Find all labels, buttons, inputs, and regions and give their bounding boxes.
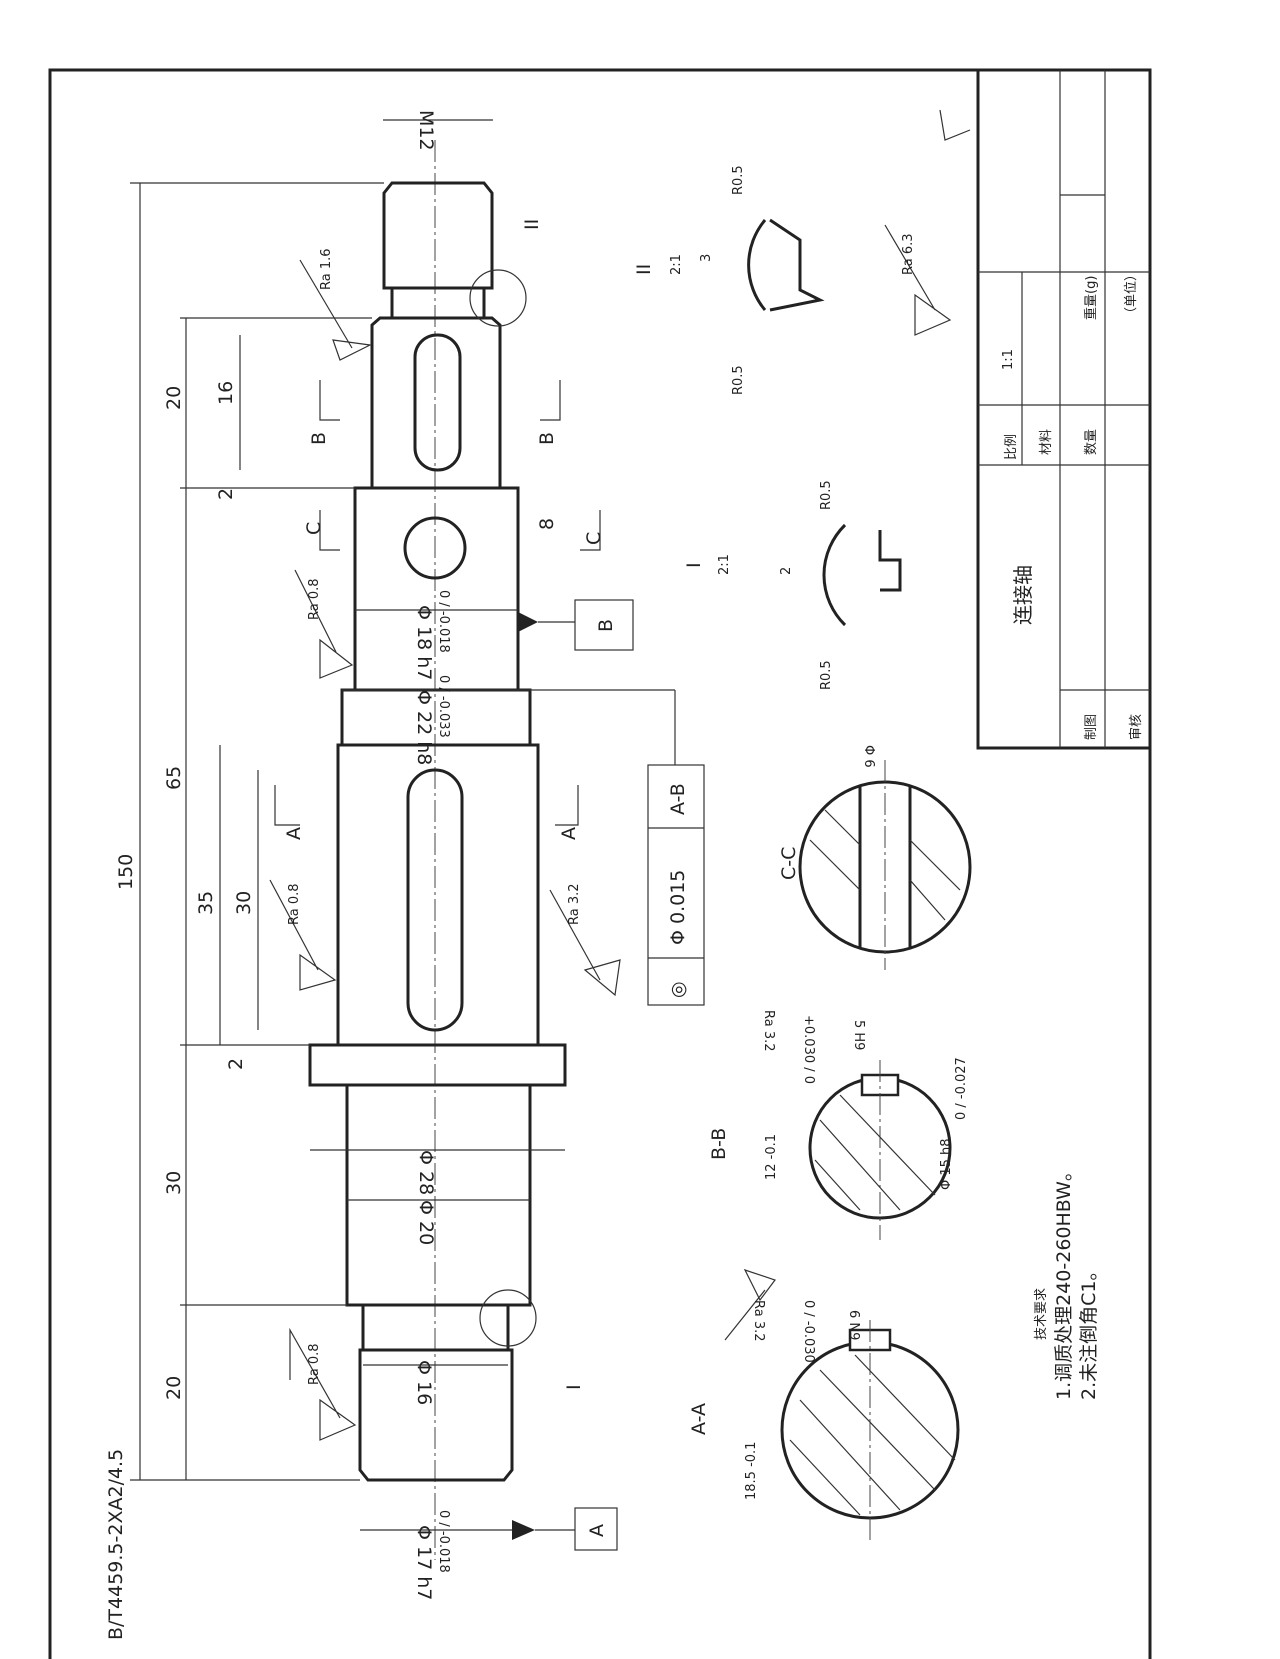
dim-seg-right: 20 (163, 386, 185, 410)
sections-aa-key: 6 N9 (846, 1310, 861, 1340)
section-cc: C-C Φ 6 (778, 745, 972, 970)
section-marks-c2: C (583, 532, 605, 545)
keyway-b (413, 333, 462, 472)
datums: A B ◎ Φ 0.015 A-B (512, 599, 705, 1551)
dim-dia28: Φ 28 (415, 1150, 437, 1195)
details-i-scale: 2:1 (717, 554, 732, 575)
details-ii-r2: R0.5 (731, 365, 746, 395)
dim-dia16: Φ 16 (413, 1360, 435, 1405)
details-ii-scale: 2:1 (669, 254, 684, 275)
dim-2b: 2 (225, 1058, 247, 1070)
sections-bb-dim: 12 -0.1 (764, 1134, 779, 1180)
weight-label: 重量(g) (1083, 276, 1099, 320)
title-block: 连接轴 比例 1:1 材料 数量 重量(g) （单位） 制图 审核 (976, 68, 1152, 750)
dimensions: 150 20 30 65 20 16 2 2 35 30 8 M12 Φ 16 … (105, 110, 565, 1640)
detail-ii-circle (469, 269, 527, 327)
checked-label: 审核 (1129, 714, 1144, 740)
ra-left: Ra 0.8 (307, 1343, 322, 1385)
concentricity-icon: ◎ (667, 981, 689, 998)
dim-16: 16 (215, 381, 237, 405)
sections-bb-dia-tol: 0 / -0.027 (954, 1057, 969, 1120)
general-roughness-check-icon (939, 109, 971, 141)
ra-right: Ra 1.6 (319, 248, 334, 290)
sections-bb-key: 5 H9 (851, 1020, 866, 1050)
details-i-r2: R0.5 (819, 660, 834, 690)
roughness-symbols: Ra 0.8 Ra 0.8 Ra 0.8 Ra 3.2 Ra 1.6 Ra 6.… (269, 109, 971, 1441)
dim-seg-left: 20 (163, 1376, 185, 1400)
material-label: 材料 (1039, 429, 1054, 455)
ra-shoulder: Ra 3.2 (567, 883, 582, 925)
section-bb: B-B 12 -0.1 5 H9 +0.030 / 0 Φ 15 h8 0 / … (708, 1010, 969, 1240)
sections-bb-title: B-B (708, 1128, 730, 1160)
dim-8: 8 (536, 518, 558, 530)
roughness-keyB: Ra 3.2 (761, 1010, 776, 1052)
ra-mid: Ra 0.8 (287, 883, 302, 925)
dim-dia22: Φ 22 h8 (413, 690, 435, 765)
section-aa: A-A 18.5 -0.1 6 N9 0 / -0.030 Ra 3.2 (688, 1268, 960, 1540)
shaft-main-view (308, 140, 567, 1560)
dim-thread: M12 (415, 110, 437, 151)
unit-label: （单位） (1124, 268, 1139, 320)
sections-bb-dia: Φ 15 h8 (939, 1138, 954, 1190)
section-marks: A A B B C C I II (274, 219, 605, 1390)
scale-value: 1:1 (1001, 349, 1016, 370)
details-ii-label: II (633, 264, 655, 275)
details-ii-dim: 3 (699, 254, 714, 262)
section-marks-a2: A (558, 827, 580, 840)
dim-seg-30: 30 (163, 1171, 185, 1195)
technical-notes: 技术要求 1.调质处理240-260HBW。 2.未注倒角C1。 (1034, 1162, 1100, 1400)
roughness-keyA: Ra 3.2 (751, 1300, 766, 1342)
detail-i-circle (479, 1289, 537, 1347)
sections-aa-title: A-A (688, 1403, 710, 1435)
sections-aa-dim: 18.5 -0.1 (744, 1442, 759, 1500)
detail-mark-i: I (563, 1384, 585, 1390)
part-name: 连接轴 (1011, 565, 1035, 625)
section-marks-b1: B (308, 432, 330, 445)
sections-bb-key-tol: +0.030 / 0 (801, 1015, 816, 1084)
dim-dia18-tol: 0 / -0.018 (436, 590, 451, 653)
cross-hole (403, 516, 467, 580)
details-i-dim: 2 (779, 567, 794, 575)
detail-i: I 2:1 2 R0.5 R0.5 (683, 480, 902, 690)
sheet-border (48, 68, 1152, 1659)
tolerance-value: Φ 0.015 (667, 870, 689, 945)
sections-cc-dia: Φ 6 (861, 745, 876, 768)
notes-heading: 技术要求 (1034, 1288, 1049, 1340)
details-i-label: I (683, 562, 705, 568)
keyway-a (406, 768, 464, 1032)
dim-30: 30 (233, 891, 255, 915)
quantity-label: 数量 (1084, 429, 1099, 455)
dim-dia20: Φ 20 (415, 1200, 437, 1245)
tolerance-datum: A-B (667, 783, 689, 815)
details-i-r1: R0.5 (819, 480, 834, 510)
scale-label: 比例 (1004, 434, 1019, 460)
sections-cc-title: C-C (778, 847, 800, 880)
details-ii-r1: R0.5 (731, 165, 746, 195)
standard-note: B/T4459.5-2XA2/4.5 (105, 1449, 127, 1640)
datum-a: A (586, 1524, 608, 1537)
dim-dia17-tol: 0 / -0.018 (436, 1510, 451, 1573)
drawn-label: 制图 (1084, 714, 1099, 740)
detail-ii: II 2:1 3 R0.5 R0.5 (633, 165, 825, 395)
section-marks-c1: C (303, 522, 325, 535)
sections-aa-key-tol: 0 / -0.030 (801, 1300, 816, 1363)
ra-general: Ra 6.3 (901, 233, 916, 275)
tolerance-frame: ◎ Φ 0.015 A-B (530, 689, 705, 1006)
datum-b: B (595, 619, 617, 632)
dim-overall: 150 (115, 854, 137, 890)
dim-35: 35 (195, 891, 217, 915)
notes-line1: 1.调质处理240-260HBW。 (1053, 1162, 1075, 1400)
dim-dia22-tol: 0 / -0.033 (436, 675, 451, 738)
dim-dia18: Φ 18 h7 (413, 605, 435, 680)
dim-dia17: Φ 17 h7 (413, 1525, 435, 1600)
section-marks-a1: A (283, 827, 305, 840)
notes-line2: 2.未注倒角C1。 (1078, 1262, 1100, 1400)
dim-seg-65: 65 (163, 766, 185, 790)
ra-mid2: Ra 0.8 (307, 578, 322, 620)
dim-2a: 2 (215, 488, 237, 500)
detail-mark-ii: II (521, 219, 543, 230)
section-marks-b2: B (536, 432, 558, 445)
